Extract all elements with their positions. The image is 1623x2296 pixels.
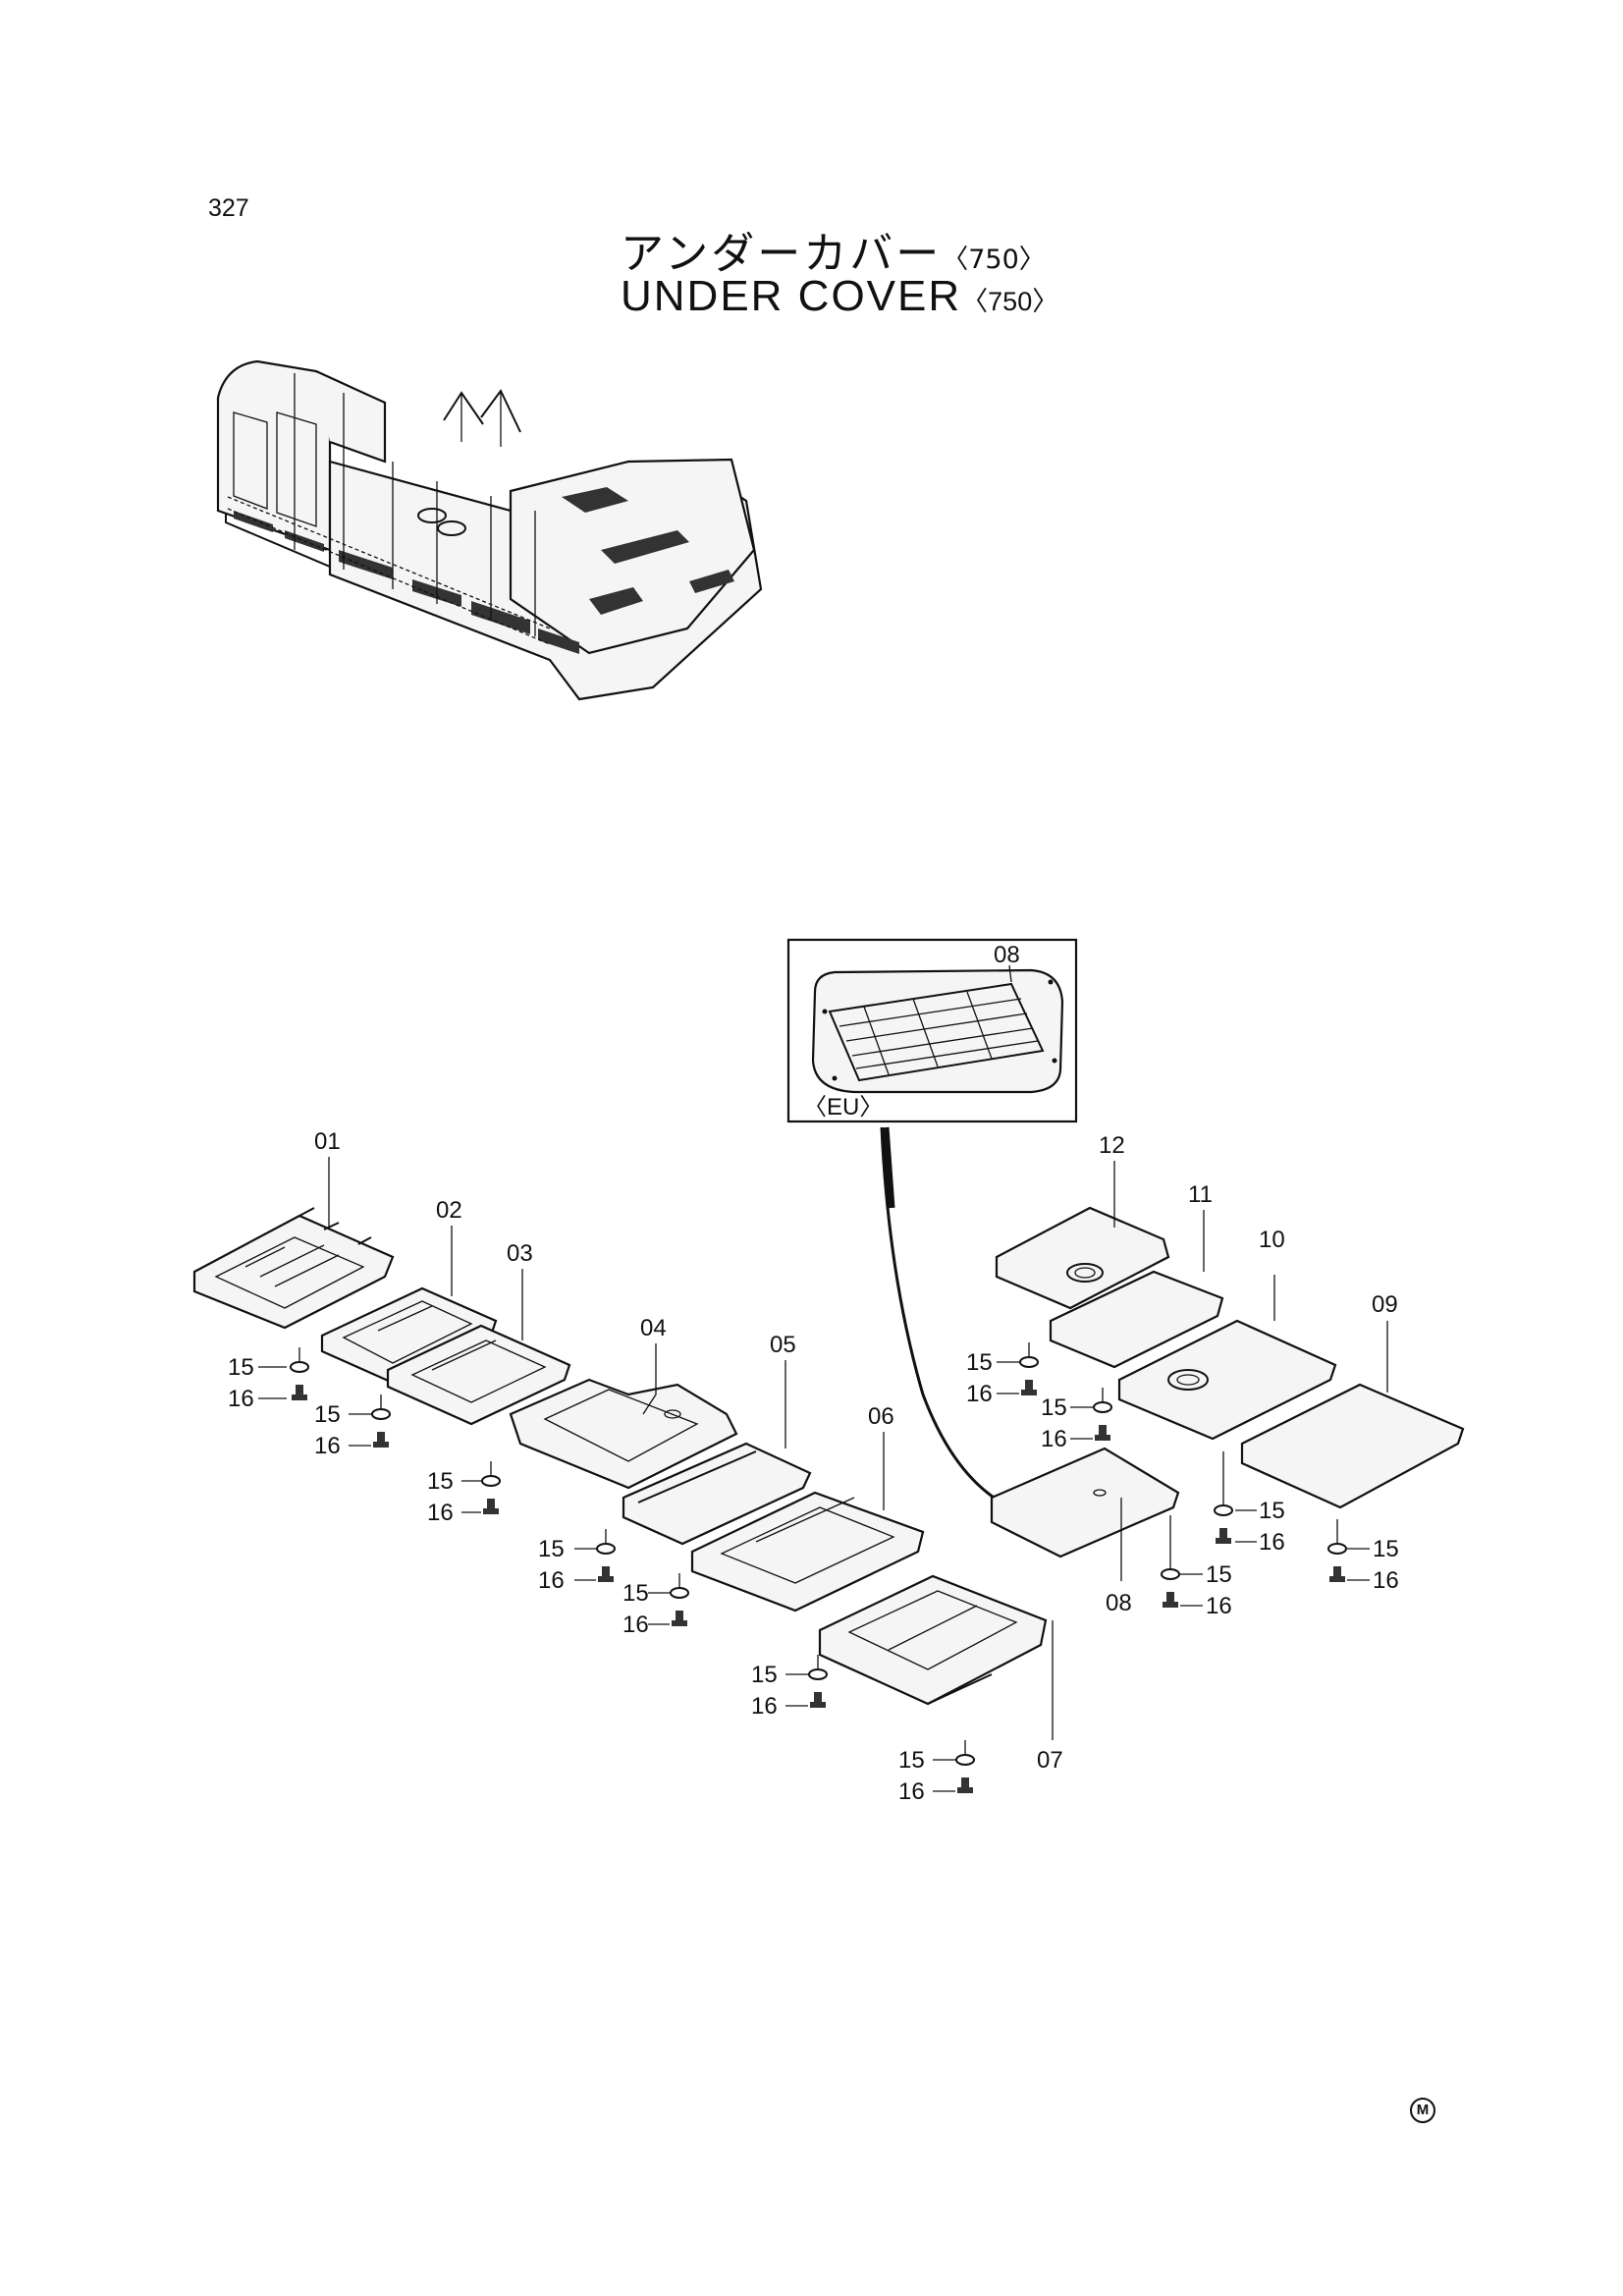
callout-15: 15 [314, 1401, 341, 1428]
cover-panels-left-chain [192, 1207, 1180, 1706]
callout-02: 02 [436, 1197, 462, 1224]
callout-15: 15 [1259, 1498, 1285, 1524]
callout-16: 16 [898, 1778, 925, 1805]
model-tag-en: 〈750〉 [961, 287, 1059, 316]
cover-panels-right-chain [995, 1206, 1465, 1509]
callout-15: 15 [1206, 1561, 1232, 1588]
callout-16: 16 [314, 1433, 341, 1459]
callout-09: 09 [1372, 1291, 1398, 1318]
footer-mark: M [1410, 2098, 1435, 2123]
callout-01: 01 [314, 1128, 341, 1155]
callout-16: 16 [427, 1500, 454, 1526]
callout-10: 10 [1259, 1227, 1285, 1253]
callout-15: 15 [1041, 1394, 1067, 1421]
model-tag-jp: 〈750〉 [942, 245, 1046, 275]
callout-15: 15 [538, 1536, 565, 1562]
machine-overview-illustration [216, 359, 763, 701]
callout-16: 16 [751, 1693, 778, 1720]
callout-16: 16 [1373, 1567, 1399, 1594]
title-en-text: UNDER COVER [621, 272, 962, 320]
callout-16: 16 [538, 1567, 565, 1594]
callout-16: 16 [622, 1612, 649, 1638]
part-callouts: 01 02 03 04 05 06 07 08 09 10 11 12 [314, 1128, 1398, 1774]
callout-08: 08 [1106, 1590, 1132, 1616]
callout-15: 15 [966, 1349, 993, 1376]
leader-lines [258, 1157, 1388, 1792]
inset-region-label: 〈EU〉 [803, 1094, 883, 1121]
page-number: 327 [208, 194, 249, 222]
inset-leader-line [880, 1126, 1002, 1504]
title-japanese: アンダーカバー〈750〉 [621, 218, 1046, 281]
inset-eu-cover: 08 〈EU〉 [786, 938, 1078, 1123]
callout-05: 05 [770, 1332, 796, 1358]
callout-12: 12 [1099, 1132, 1125, 1159]
callout-15: 15 [622, 1580, 649, 1607]
callout-16: 16 [1206, 1593, 1232, 1619]
callout-07: 07 [1037, 1747, 1063, 1774]
callout-04: 04 [640, 1315, 667, 1341]
callout-16: 16 [1041, 1426, 1067, 1452]
callout-15: 15 [427, 1468, 454, 1495]
callout-15: 15 [898, 1747, 925, 1774]
callout-11: 11 [1188, 1181, 1213, 1208]
callout-16: 16 [1259, 1529, 1285, 1556]
fastener-glyphs [290, 1342, 1347, 1793]
callout-15: 15 [228, 1354, 254, 1381]
inset-part-label: 08 [994, 942, 1020, 968]
callout-06: 06 [868, 1403, 894, 1430]
callout-15: 15 [751, 1662, 778, 1688]
fastener-callouts: 15 16 15 16 15 16 15 16 15 16 15 16 15 1… [228, 1349, 1399, 1805]
callout-03: 03 [507, 1240, 533, 1267]
callout-15: 15 [1373, 1536, 1399, 1562]
title-english: UNDER COVER〈750〉 [621, 272, 1058, 321]
title-jp-text: アンダーカバー [621, 229, 943, 279]
callout-16: 16 [228, 1386, 254, 1412]
callout-16: 16 [966, 1381, 993, 1407]
